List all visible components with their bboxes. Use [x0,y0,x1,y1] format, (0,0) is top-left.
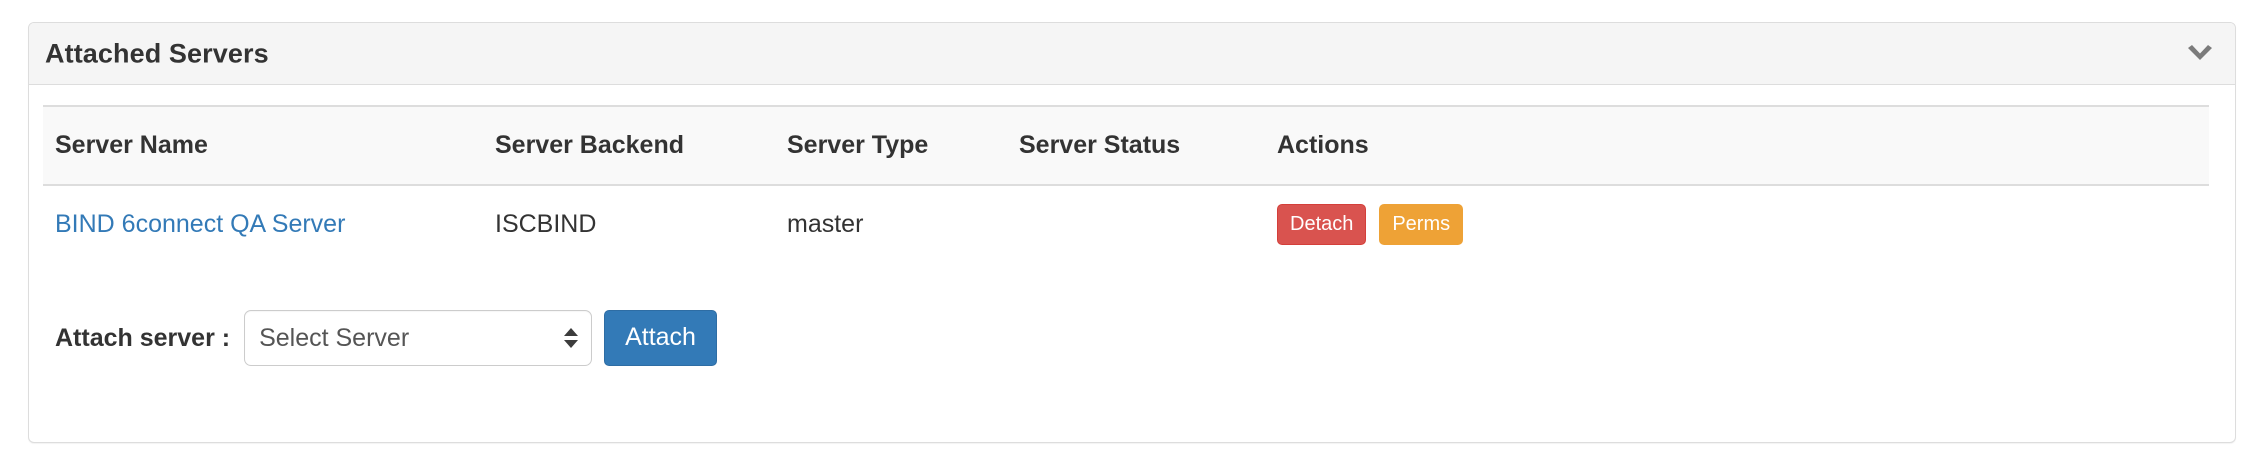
cell-server-status [1007,185,1265,264]
chevron-down-icon[interactable] [2183,37,2217,71]
attach-server-label: Attach server : [55,323,231,352]
servers-table-wrapper: Server Name Server Backend Server Type S… [43,105,2209,264]
server-name-link[interactable]: BIND 6connect QA Server [55,210,346,238]
cell-server-type: master [787,210,864,238]
detach-button[interactable]: Detach [1277,204,1367,245]
perms-button[interactable]: Perms [1379,204,1464,245]
column-header-server-name: Server Name [43,105,483,186]
attach-button[interactable]: Attach [604,310,717,366]
attach-server-select-wrapper: Select Server [244,310,593,366]
column-header-actions: Actions [1265,105,2209,186]
servers-table: Server Name Server Backend Server Type S… [43,105,2209,264]
attached-servers-panel: Attached Servers Server Name Server Back… [28,22,2236,443]
table-header: Server Name Server Backend Server Type S… [43,105,2209,186]
cell-actions: Detach Perms [1265,185,2209,264]
panel-heading: Attached Servers [29,23,2235,85]
table-body: BIND 6connect QA Server ISCBIND master D… [43,185,2209,264]
cell-server-name: BIND 6connect QA Server [43,185,483,264]
attach-server-select[interactable]: Select Server [244,310,593,366]
panel-body: Server Name Server Backend Server Type S… [29,85,2235,443]
table-header-row: Server Name Server Backend Server Type S… [43,105,2209,186]
attach-server-form: Attach server : Select Server Attach [43,310,717,366]
column-header-server-status: Server Status [1007,105,1265,186]
cell-server-backend: ISCBIND [495,210,597,238]
table-row: BIND 6connect QA Server ISCBIND master D… [43,185,2209,264]
column-header-server-backend: Server Backend [483,105,775,186]
column-header-server-type: Server Type [775,105,1007,186]
page-title: Attached Servers [45,38,269,68]
